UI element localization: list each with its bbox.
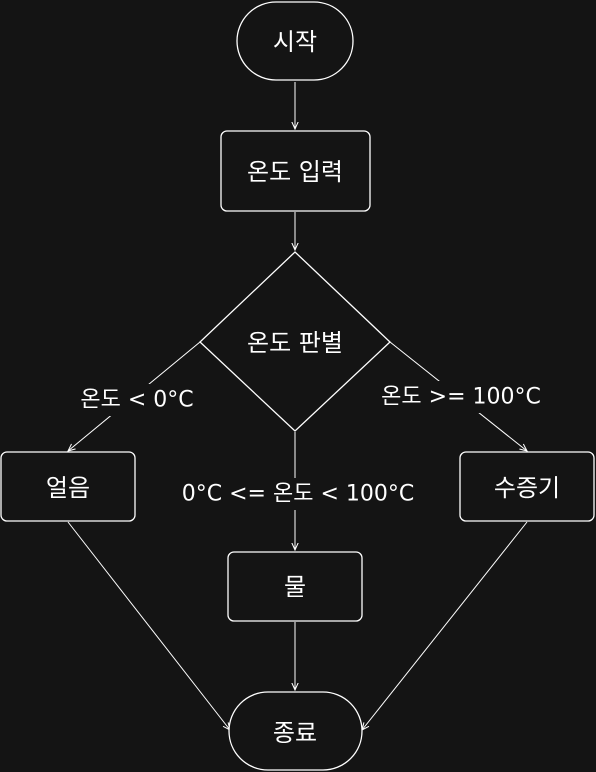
steam-box [459,451,595,522]
steam-label: 수증기 [494,474,560,502]
ice-box [0,451,136,522]
start-label: 시작 [273,28,317,56]
water-condition-label: 0°C <= 온도 < 100°C [182,482,414,507]
ice-label: 얼음 [46,474,90,502]
edge-steam-to-end [362,521,528,730]
water-label: 물 [284,573,306,601]
start-terminal [236,1,354,81]
end-label: 종료 [273,719,317,747]
water-condition-label-bg [178,478,418,510]
water-box [227,551,363,622]
steam-condition-label: 온도 >= 100°C [381,385,541,410]
end-terminal [228,691,363,771]
decision-diamond [199,251,391,432]
decision-label: 온도 판별 [247,329,343,357]
edge-ice-to-end [67,521,230,730]
ice-condition-label-bg [74,384,202,416]
steam-condition-label-bg [378,381,544,413]
ice-condition-label: 온도 < 0°C [80,388,193,413]
input-process-box [220,130,371,212]
input-label: 온도 입력 [247,158,343,186]
